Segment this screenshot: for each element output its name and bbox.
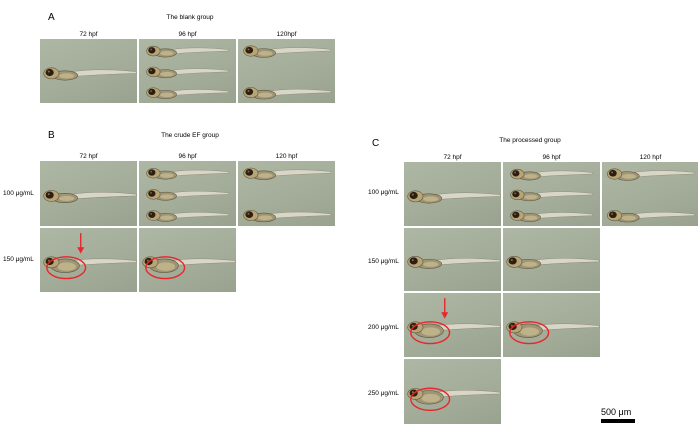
larva bbox=[407, 321, 501, 338]
micrograph bbox=[43, 190, 137, 203]
micrograph bbox=[43, 67, 137, 81]
larva bbox=[146, 189, 229, 201]
larva bbox=[506, 321, 600, 338]
micrograph bbox=[510, 168, 593, 222]
panel-a-title: The blank group bbox=[166, 14, 214, 21]
panel-b-tile-100-120 bbox=[238, 161, 335, 226]
arrow-head bbox=[77, 247, 85, 254]
larva bbox=[243, 167, 332, 180]
micrograph bbox=[43, 233, 137, 280]
panel-b-letter: B bbox=[48, 130, 55, 141]
micrograph bbox=[146, 45, 229, 99]
larva bbox=[407, 255, 501, 269]
panel-b-col-96: 96 hpf bbox=[178, 153, 197, 160]
larva bbox=[243, 45, 332, 58]
panel-c-row-label-250: 250 μg/mL bbox=[368, 390, 399, 397]
micrograph bbox=[243, 167, 332, 223]
panel-c-row-label-200: 200 μg/mL bbox=[368, 324, 399, 331]
micrograph bbox=[407, 298, 501, 345]
micrograph bbox=[146, 168, 229, 222]
larva bbox=[146, 45, 229, 58]
larva bbox=[243, 209, 332, 223]
panel-b-row-label-100: 100 μg/mL bbox=[3, 190, 34, 197]
larva bbox=[407, 190, 501, 204]
panel-b-title: The crude EF group bbox=[161, 132, 219, 139]
panel-c-letter: C bbox=[372, 138, 380, 149]
larva bbox=[606, 168, 695, 181]
lesion-circle bbox=[509, 321, 550, 345]
lesion-circle bbox=[46, 256, 87, 280]
panel-c-tile-100-96 bbox=[503, 162, 600, 226]
panel-c-row-label-100: 100 μg/mL bbox=[368, 189, 399, 196]
larva bbox=[43, 67, 137, 81]
larva bbox=[407, 388, 501, 405]
panel-c-tile-100-120 bbox=[602, 162, 698, 226]
panel-b-tile-150-96 bbox=[139, 228, 236, 292]
larva bbox=[510, 168, 593, 181]
larva bbox=[43, 256, 137, 273]
larva bbox=[606, 210, 695, 223]
larva bbox=[510, 189, 593, 202]
panel-c-tile-150-96 bbox=[503, 228, 600, 291]
larva bbox=[142, 256, 236, 273]
micrograph bbox=[506, 321, 600, 345]
micrograph bbox=[407, 190, 501, 204]
scale-bar-label: 500 μm bbox=[601, 407, 632, 417]
panel-a-tile-72 bbox=[40, 39, 137, 103]
larva bbox=[43, 190, 137, 203]
panel-a-letter: A bbox=[48, 12, 55, 23]
micrograph bbox=[506, 255, 600, 269]
panel-a-col-120: 120hpf bbox=[276, 31, 297, 38]
panel-c-col-72: 72 hpf bbox=[443, 154, 462, 161]
panel-a-col-72: 72 hpf bbox=[79, 31, 98, 38]
panel-b-col-72: 72 hpf bbox=[79, 153, 98, 160]
larva bbox=[510, 210, 593, 222]
panel-b-tile-150-72 bbox=[40, 228, 137, 292]
arrow-head bbox=[441, 312, 449, 319]
larva bbox=[146, 210, 229, 222]
panel-c-row-label-150: 150 μg/mL bbox=[368, 258, 399, 265]
panel-c-col-96: 96 hpf bbox=[542, 154, 561, 161]
panel-a-col-96: 96 hpf bbox=[178, 31, 197, 38]
panel-c-tile-250-72 bbox=[404, 359, 501, 424]
larva bbox=[146, 168, 229, 180]
larva bbox=[506, 255, 600, 269]
lesion-circle bbox=[410, 321, 451, 345]
panel-b-tile-100-72 bbox=[40, 161, 137, 226]
panel-b-tile-100-96 bbox=[139, 161, 236, 226]
scale-bar bbox=[601, 419, 635, 423]
panel-a-tile-96 bbox=[139, 39, 236, 103]
micrograph bbox=[142, 256, 236, 280]
panel-c-tile-100-72 bbox=[404, 162, 501, 226]
larva bbox=[146, 87, 229, 99]
panel-a-tile-120 bbox=[238, 39, 335, 103]
panel-c-title: The processed group bbox=[499, 137, 561, 144]
panel-b-col-120: 120 hpf bbox=[275, 153, 298, 160]
micrograph bbox=[407, 387, 501, 412]
larva bbox=[146, 66, 229, 79]
panel-c-col-120: 120 hpf bbox=[639, 154, 662, 161]
larva bbox=[243, 87, 332, 100]
panel-b-row-label-150: 150 μg/mL bbox=[3, 256, 34, 263]
micrograph bbox=[407, 255, 501, 269]
lesion-circle bbox=[410, 387, 451, 412]
lesion-circle bbox=[145, 256, 186, 280]
micrograph bbox=[243, 45, 332, 100]
panel-c-tile-200-72 bbox=[404, 293, 501, 357]
panel-c-tile-150-72 bbox=[404, 228, 501, 291]
panel-c-tile-200-96 bbox=[503, 293, 600, 357]
micrograph bbox=[606, 168, 695, 223]
